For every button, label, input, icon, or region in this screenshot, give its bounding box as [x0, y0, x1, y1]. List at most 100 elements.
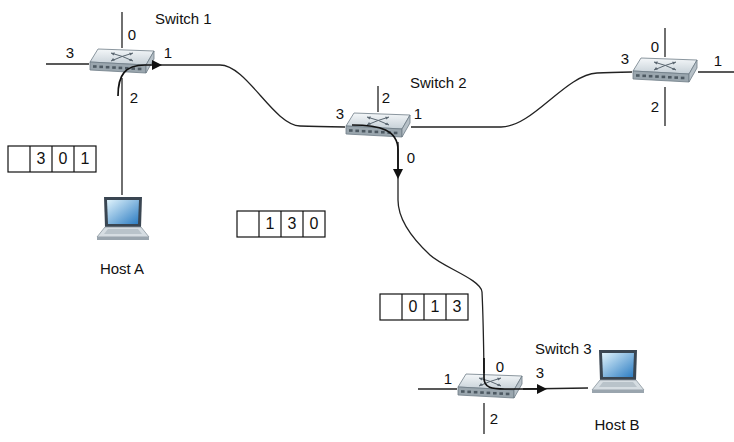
laptop-icon-part	[602, 353, 634, 377]
header-frame	[380, 294, 468, 320]
port-line	[483, 403, 484, 434]
switch-icon-part	[368, 130, 372, 133]
switch-icon-part	[93, 65, 97, 68]
switch-icon	[89, 48, 155, 78]
port-number: 3	[536, 365, 544, 380]
switch-icon-part	[514, 376, 522, 398]
switch-icon-part	[689, 60, 697, 82]
packet-header	[237, 211, 325, 237]
switch-icon-part	[119, 67, 123, 70]
port-number: 1	[164, 45, 172, 60]
port-number: 2	[130, 90, 138, 105]
header-frame	[237, 211, 325, 237]
switch-icon-part	[499, 392, 503, 395]
network-link	[155, 65, 345, 127]
switch-icon-part	[681, 77, 685, 80]
switch-icon-part	[654, 62, 676, 70]
port-line	[664, 87, 665, 126]
laptop-icon-part	[104, 229, 142, 234]
port-stubs	[46, 12, 734, 434]
route-arrow	[484, 358, 545, 389]
network-link	[121, 78, 122, 195]
switch-icon-part	[112, 66, 116, 69]
switch-icon	[345, 112, 411, 142]
network-link	[398, 142, 484, 373]
switch-icon-part	[394, 132, 398, 135]
switch-icon-part	[655, 75, 659, 78]
switch-icon-part	[479, 378, 501, 386]
route-arrow	[118, 65, 160, 96]
header-divider	[402, 294, 446, 320]
route-arrows	[118, 65, 545, 389]
port-number: 3	[66, 45, 74, 60]
switch-icon-part	[367, 117, 389, 125]
laptop-icon-part	[104, 197, 142, 227]
host-computer: Host B	[588, 348, 646, 400]
switch-icon-part	[367, 117, 389, 125]
switch-icon	[457, 373, 523, 403]
switch-icon-part	[636, 74, 640, 77]
network-switch: Switch 10312	[89, 48, 155, 78]
switch-name: Switch 1	[155, 11, 212, 26]
switch-icon	[632, 57, 698, 87]
port-line	[121, 12, 122, 48]
switch-icon-part	[355, 130, 359, 133]
laptop-icon	[588, 348, 646, 400]
switch-icon-part	[458, 387, 514, 398]
connector-group	[122, 65, 632, 389]
switch-icon-part	[649, 75, 653, 78]
switch-icon-part	[487, 392, 491, 395]
switch-icon-part	[467, 391, 471, 394]
port-number: 2	[490, 411, 498, 426]
laptop-icon-part	[599, 350, 637, 380]
port-line	[418, 388, 457, 389]
header-frame	[8, 146, 96, 172]
packet-header	[380, 294, 468, 320]
switch-icon-part	[106, 66, 110, 69]
port-line	[664, 28, 665, 57]
port-number: 2	[651, 99, 659, 114]
route-arrow	[352, 125, 398, 177]
switch-icon-part	[346, 126, 402, 137]
switch-icon-part	[402, 115, 410, 137]
switch-icon-part	[387, 131, 391, 134]
switch-icon-part	[474, 391, 478, 394]
switch-icon-part	[674, 76, 678, 79]
laptop-icon-part	[592, 390, 644, 393]
switch-icon-part	[506, 393, 510, 396]
header-field: 0	[409, 299, 418, 315]
switch-icon-part	[642, 75, 646, 78]
switch-name: Switch 2	[410, 75, 467, 90]
port-number: 0	[651, 39, 659, 54]
laptop-icon-part	[97, 237, 149, 240]
port-line	[46, 63, 89, 64]
switch-icon-part	[375, 131, 379, 134]
switch-icon-part	[131, 67, 135, 70]
header-field: 3	[453, 299, 462, 315]
switch-icon-part	[362, 130, 366, 133]
switch-icon-part	[493, 392, 497, 395]
port-number: 1	[414, 106, 422, 121]
host-name: Host B	[594, 417, 639, 432]
network-switch: Switch 22310	[345, 112, 411, 142]
header-field: 1	[81, 151, 90, 167]
port-number: 3	[621, 51, 629, 66]
switch-icon-part	[111, 53, 133, 61]
header-divider	[30, 146, 74, 172]
header-field: 1	[431, 299, 440, 315]
switch-icon-part	[367, 117, 389, 125]
switch-icon-part	[111, 53, 133, 61]
switch-icon-part	[479, 378, 501, 386]
switch-icon-part	[111, 53, 133, 61]
port-number: 0	[496, 359, 504, 374]
laptop-icon-part	[107, 200, 139, 224]
switch-icon-part	[90, 62, 146, 73]
switch-icon-part	[381, 131, 385, 134]
network-link	[411, 72, 632, 127]
switch-icon-part	[99, 66, 103, 69]
header-field: 0	[59, 151, 68, 167]
port-number: 2	[382, 90, 390, 105]
switch-icon-part	[146, 51, 154, 73]
